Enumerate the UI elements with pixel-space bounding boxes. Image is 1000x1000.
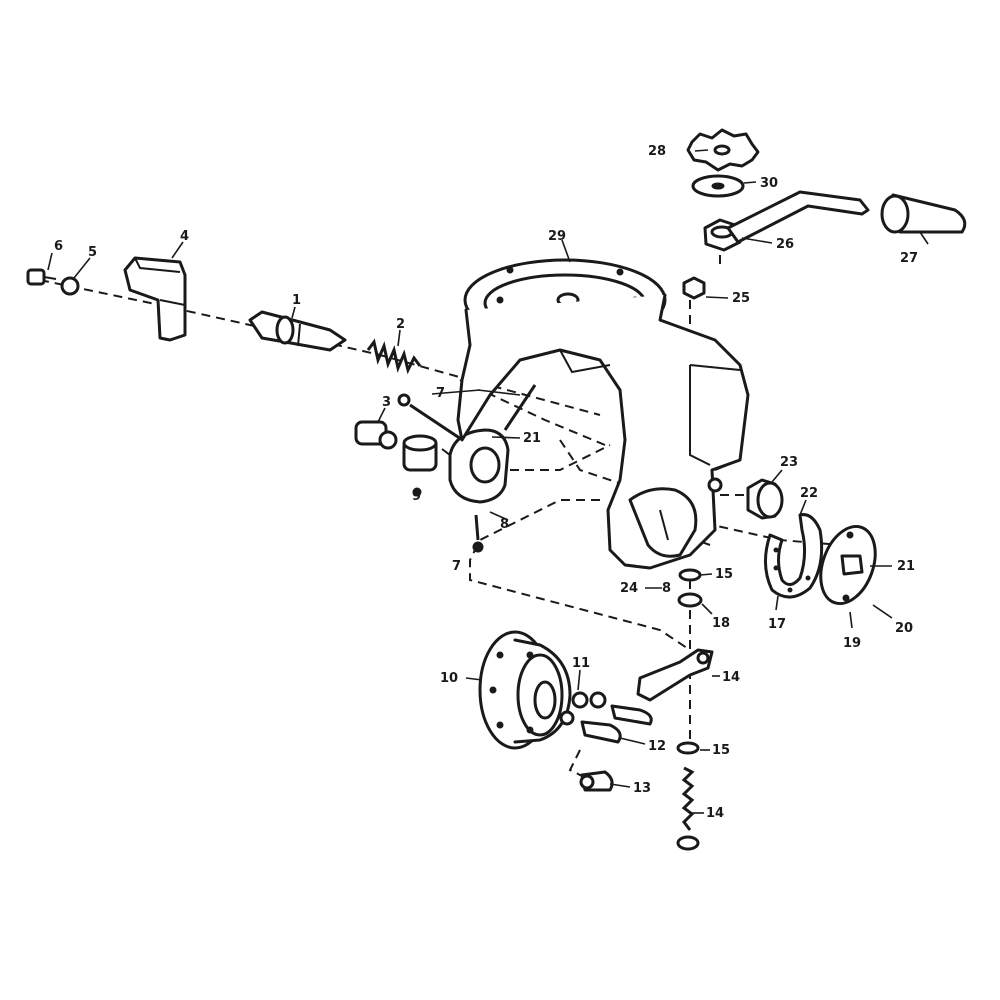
label-1: 1 (292, 293, 301, 308)
label-24: 24 (620, 581, 638, 596)
label-4: 4 (180, 229, 189, 244)
washer-15-top (678, 568, 702, 582)
label-8-right: 8 (662, 581, 671, 596)
screw-head (707, 477, 723, 493)
label-6: 6 (54, 239, 63, 254)
main-frame-29 (456, 258, 750, 570)
washer-15-bottom (676, 741, 700, 755)
label-22: 22 (800, 486, 818, 501)
screws-11 (559, 691, 653, 726)
label-2: 2 (396, 317, 405, 332)
label-23: 23 (780, 455, 798, 470)
horseshoe-washer-17 (764, 513, 824, 599)
label-9: 9 (412, 489, 421, 504)
label-15-bottom: 15 (712, 743, 730, 758)
label-29: 29 (548, 229, 566, 244)
label-19: 19 (843, 636, 861, 651)
screw-13 (579, 770, 614, 792)
label-5: 5 (88, 245, 97, 260)
label-21-right: 21 (897, 559, 915, 574)
bolt-14 (676, 766, 700, 851)
label-7-top: 7 (436, 386, 445, 401)
label-14-lever: 14 (722, 670, 740, 685)
label-18: 18 (712, 616, 730, 631)
ball-9 (412, 487, 422, 497)
nut-25 (682, 276, 706, 300)
star-knob-28 (686, 128, 760, 172)
crank-arm (726, 190, 870, 244)
label-28: 28 (648, 144, 666, 159)
clamp-bracket-4 (123, 256, 187, 342)
lever-16 (636, 648, 714, 702)
label-14-bolt: 14 (706, 806, 724, 821)
label-25: 25 (732, 291, 750, 306)
label-12: 12 (648, 739, 666, 754)
label-11: 11 (572, 656, 590, 671)
nut-5 (60, 276, 80, 296)
leader-lines (47, 149, 929, 814)
label-7-bottom: 7 (452, 559, 461, 574)
label-30: 30 (760, 176, 778, 191)
label-10: 10 (440, 671, 458, 686)
screw-6 (26, 268, 57, 286)
label-26: 26 (776, 237, 794, 252)
washer-18 (677, 592, 703, 608)
flange-hub-10 (478, 630, 572, 750)
screw-12 (580, 720, 622, 744)
label-20: 20 (895, 621, 913, 636)
screw-8 (472, 514, 484, 553)
spring-2 (366, 338, 422, 375)
label-15-top: 15 (715, 567, 733, 582)
label-27: 27 (900, 251, 918, 266)
label-17: 17 (768, 617, 786, 632)
handle-grip-27 (880, 193, 967, 234)
knob-23 (746, 478, 784, 520)
washer-30 (691, 174, 745, 198)
label-13: 13 (633, 781, 651, 796)
plunger-1 (248, 310, 347, 352)
pin-3 (354, 420, 398, 450)
part-labels: 6 5 4 1 2 3 7 21 9 8 7 29 28 30 26 27 25… (54, 144, 918, 821)
lever-pins-7 (397, 384, 537, 447)
ring-boss-31 (448, 428, 510, 504)
label-8-left: 8 (500, 517, 509, 532)
label-3: 3 (382, 395, 391, 410)
label-31-left: 21 (523, 431, 541, 446)
face-plate-20 (819, 524, 877, 606)
sleeve-9 (402, 434, 438, 472)
